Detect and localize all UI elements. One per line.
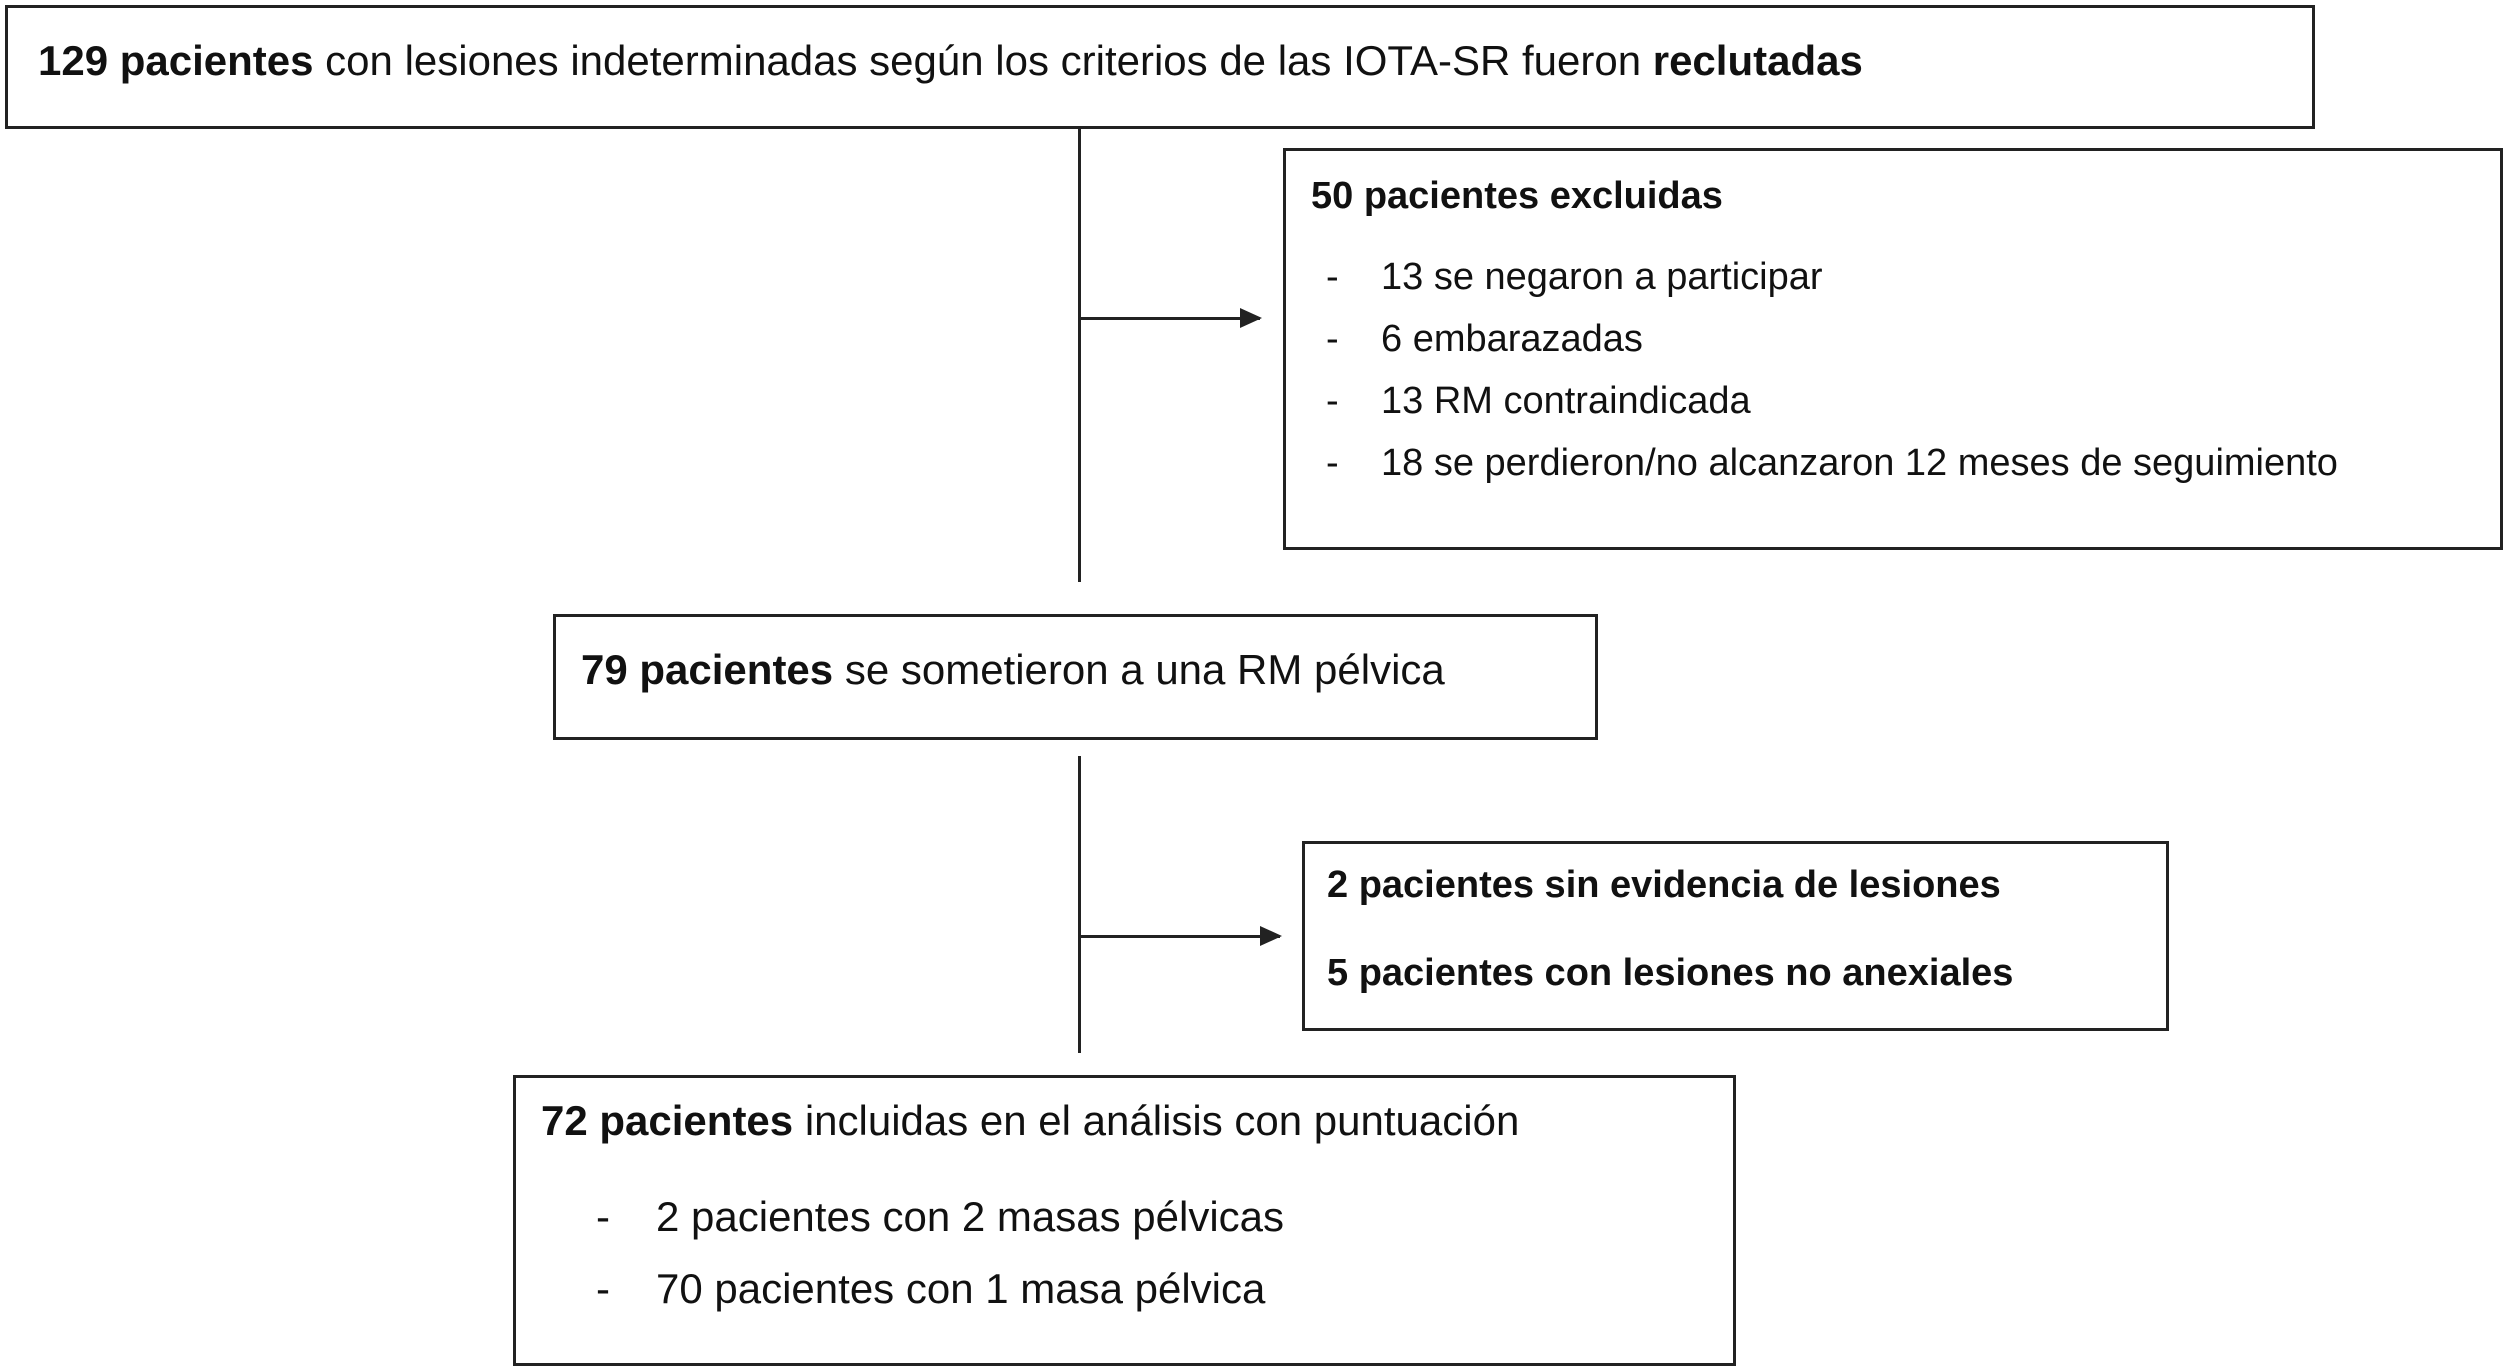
mri-count: 79 pacientes (581, 646, 834, 693)
list-dash: - (1326, 318, 1339, 360)
no-evidence-text: 2 pacientes sin evidencia de lesiones (1327, 864, 2001, 906)
excluded-item: 18 se perdieron/no alcanzaron 12 meses d… (1381, 442, 2338, 484)
list-dash: - (1326, 380, 1339, 422)
recruited-count: 129 pacientes (38, 37, 314, 84)
connector-line-top (1078, 129, 1081, 582)
recruited-end: reclutadas (1652, 37, 1863, 84)
arrow-to-excluded (1080, 308, 1262, 328)
included-title: 72 pacientes incluidas en el análisis co… (541, 1100, 1519, 1142)
recruited-text: 129 pacientes con lesiones indeterminada… (38, 40, 1863, 82)
list-dash: - (596, 1265, 610, 1312)
recruited-box: 129 pacientes con lesiones indeterminada… (5, 5, 2315, 129)
excluded-item: 13 RM contraindicada (1381, 380, 1751, 422)
excluded-item: 13 se negaron a participar (1381, 256, 1823, 298)
included-description: incluidas en el análisis con puntuación (793, 1097, 1520, 1144)
arrow-to-no-lesion (1080, 926, 1282, 946)
connector-line-bottom (1078, 756, 1081, 1053)
included-item: 2 pacientes con 2 masas pélvicas (656, 1193, 1285, 1240)
list-dash: - (1326, 442, 1339, 484)
included-box: 72 pacientes incluidas en el análisis co… (513, 1075, 1736, 1366)
non-adnexal-text: 5 pacientes con lesiones no anexiales (1327, 952, 2014, 994)
list-dash: - (596, 1193, 610, 1240)
recruited-description: con lesiones indeterminadas según los cr… (313, 37, 1653, 84)
mri-description: se sometieron a una RM pélvica (833, 646, 1445, 693)
included-item: 70 pacientes con 1 masa pélvica (656, 1265, 1266, 1312)
mri-box: 79 pacientes se sometieron a una RM pélv… (553, 614, 1598, 740)
list-dash: - (1326, 256, 1339, 298)
mri-text: 79 pacientes se sometieron a una RM pélv… (581, 649, 1445, 691)
included-count: 72 pacientes (541, 1097, 794, 1144)
no-lesion-box: 2 pacientes sin evidencia de lesiones 5 … (1302, 841, 2169, 1031)
excluded-box: 50 pacientes excluidas - 13 se negaron a… (1283, 148, 2503, 550)
excluded-title: 50 pacientes excluidas (1311, 175, 1723, 217)
excluded-item: 6 embarazadas (1381, 318, 1643, 360)
